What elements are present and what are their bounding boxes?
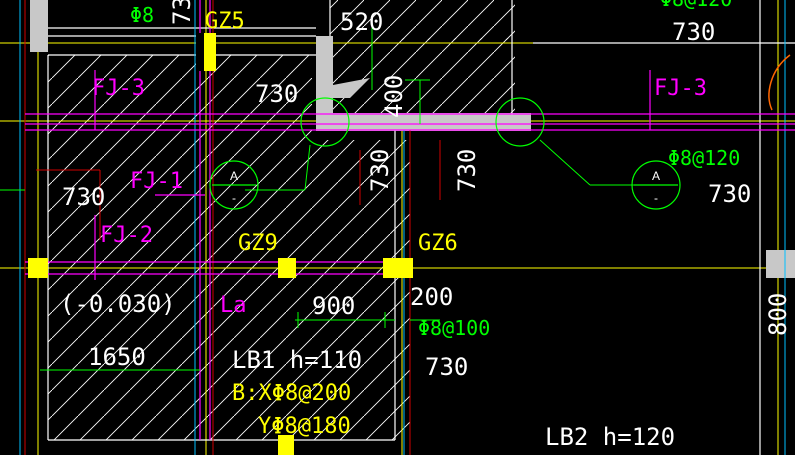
section-marker-left-sub: - <box>232 191 236 205</box>
dim-730-wall: 730 <box>255 80 298 108</box>
dim-400: 400 <box>380 75 408 118</box>
dim-730-top-right: 730 <box>672 18 715 46</box>
label-la: La <box>220 293 247 318</box>
rotated-dimension-texts: 400 730 730 800 73 <box>168 0 792 336</box>
column-bottom <box>278 435 294 455</box>
callout-circle-right <box>495 97 545 147</box>
dim-730-vertical-2: 730 <box>453 149 481 192</box>
break-line <box>768 54 791 111</box>
dim-1650: 1650 <box>88 343 146 371</box>
top-strip-hatch <box>330 0 515 40</box>
cyan-lines <box>19 0 786 455</box>
column-labels: GZ5 GZ9 GZ6 B:XΦ8@200 YΦ8@180 <box>205 9 458 439</box>
dim-730-vertical-1: 730 <box>366 149 394 192</box>
rebar-spec-mid: Φ8@100 <box>418 316 490 340</box>
slab-lb1-y-rebar: YΦ8@180 <box>258 414 351 439</box>
label-fj2: FJ-2 <box>100 223 153 248</box>
label-gz9: GZ9 <box>238 231 278 256</box>
section-marker-left <box>209 160 259 210</box>
section-marker-right-sub: - <box>654 191 658 205</box>
slab-lb1-title: LB1 h=110 <box>232 346 362 374</box>
rebar-spec-top-right: Φ8@120 <box>660 0 732 11</box>
slab-lb2-title: LB2 h=120 <box>545 423 675 451</box>
dimension-texts: 520 730 730 730 730 900 200 730 1650 (-0… <box>60 8 751 451</box>
dim-200: 200 <box>410 283 453 311</box>
rebar-spec-top-left: Φ8 <box>130 3 154 27</box>
dim-800: 800 <box>764 293 792 336</box>
label-fj3-left: FJ-3 <box>92 76 145 101</box>
dim-520: 520 <box>340 8 383 36</box>
dim-730-left: 730 <box>62 183 105 211</box>
column-left <box>28 258 48 278</box>
red-lines <box>24 0 441 455</box>
section-markers <box>209 97 681 210</box>
rebar-labels: FJ-3 FJ-3 FJ-1 FJ-2 La <box>92 76 707 318</box>
dim-730-right: 730 <box>708 180 751 208</box>
rebar-spec-labels: Φ8@120 Φ8@100 Φ8 Φ8@120 <box>130 0 740 340</box>
column-gz9 <box>278 258 296 278</box>
section-marker-texts: A - A - <box>230 169 660 205</box>
label-fj3-right: FJ-3 <box>654 76 707 101</box>
dim-730-mid: 730 <box>425 353 468 381</box>
section-marker-left-letter: A <box>230 169 238 183</box>
section-marker-right-letter: A <box>652 169 660 183</box>
label-fj1: FJ-1 <box>130 169 183 194</box>
label-gz5: GZ5 <box>205 9 245 34</box>
dim-73-top: 73 <box>168 0 196 25</box>
slab-lb1-x-rebar: B:XΦ8@200 <box>232 381 351 406</box>
rebar-spec-right: Φ8@120 <box>668 146 740 170</box>
dim-900: 900 <box>312 292 355 320</box>
columns <box>28 33 413 455</box>
section-marker-right <box>631 160 681 210</box>
slab-boundaries <box>47 0 795 455</box>
callout-circle-left <box>300 97 350 147</box>
dimension-lines <box>0 20 635 371</box>
label-gz6: GZ6 <box>418 231 458 256</box>
walls <box>30 0 795 278</box>
rebar-lines <box>25 0 795 440</box>
column-gz6 <box>383 258 413 278</box>
elevation-label: (-0.030) <box>60 290 176 318</box>
